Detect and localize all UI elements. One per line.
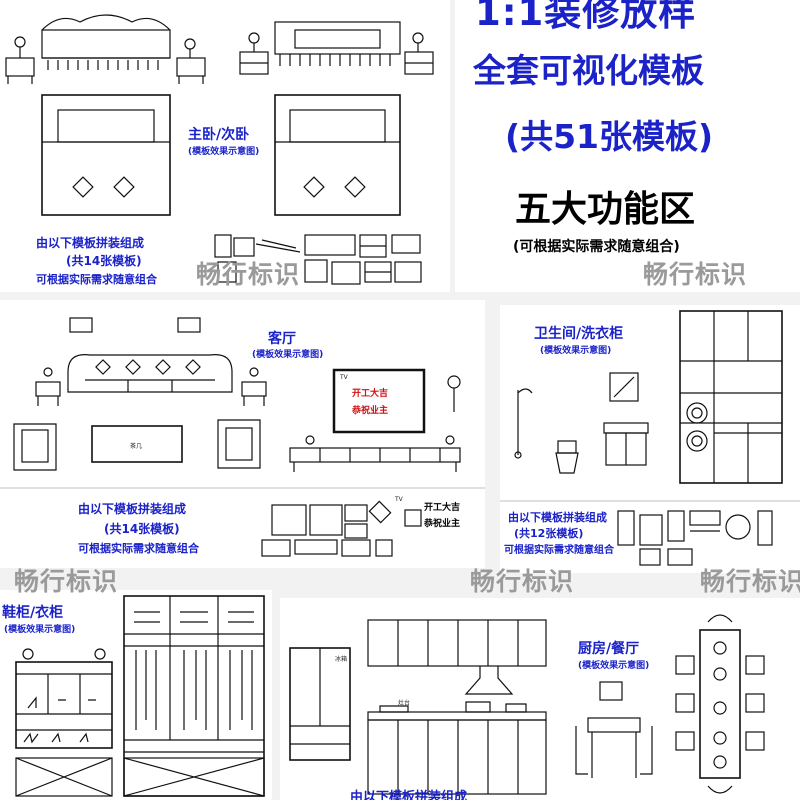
header-panel: 1:1装修放样 全套可视化模板 (共51张模板) 五大功能区 (可根据实际需求随… xyxy=(455,0,800,292)
bedroom-count-text: (共14张模板) xyxy=(66,254,142,268)
zones-title: 五大功能区 xyxy=(515,189,696,230)
bedroom-title: 主卧/次卧 xyxy=(188,127,250,143)
tv-line1: 开工大吉 xyxy=(352,389,389,399)
wardrobe-subtitle: (模板效果示意图) xyxy=(4,625,76,635)
fridge-label: 冰箱 xyxy=(335,656,348,663)
mini-tv-line2: 恭祝业主 xyxy=(424,519,461,529)
kitchen-drawing xyxy=(289,614,765,795)
title-line3: (共51张模板) xyxy=(505,117,714,156)
tv-label: TV xyxy=(340,374,348,381)
living-compose-text: 由以下模板拼装组成 xyxy=(78,502,187,516)
watermark-4: 畅行标识 xyxy=(470,567,575,596)
bathroom-note-text: 可根据实际需求随意组合 xyxy=(504,545,614,556)
mini-tv-label: TV xyxy=(395,496,403,503)
wardrobe-drawing xyxy=(15,595,265,797)
kitchen-subtitle: (模板效果示意图) xyxy=(578,661,650,671)
kitchen-title: 厨房/餐厅 xyxy=(578,641,640,657)
bathroom-panel: 卫生间/洗衣柜 (模板效果示意图) 由以下模板拼装组成 (共12张模板) 可根据… xyxy=(500,305,800,573)
watermark-5: 畅行标识 xyxy=(700,567,800,596)
bathroom-count-text: (共12张模板) xyxy=(514,527,584,540)
bedroom-note-text: 可根据实际需求随意组合 xyxy=(36,273,157,286)
living-room-drawing xyxy=(0,317,485,557)
living-count-text: (共14张模板) xyxy=(104,522,180,536)
bathroom-compose-text: 由以下模板拼装组成 xyxy=(508,511,607,524)
watermark-1: 畅行标识 xyxy=(196,260,301,289)
bedroom-panel: 主卧/次卧 (模板效果示意图) 由以下模板拼装组成 (共14张模板) 可根据实际… xyxy=(0,0,450,292)
bathroom-subtitle: (模板效果示意图) xyxy=(540,346,612,356)
living-title: 客厅 xyxy=(268,331,296,347)
bathroom-title: 卫生间/洗衣柜 xyxy=(534,326,624,342)
coffee-table-label: 茶几 xyxy=(130,443,143,450)
watermark-2: 畅行标识 xyxy=(643,260,748,289)
bedroom-subtitle: (模板效果示意图) xyxy=(188,147,260,157)
living-room-panel: 客厅 (模板效果示意图) TV 开工大吉 恭祝业主 茶几 TV 开工大吉 恭祝业… xyxy=(0,300,485,568)
bathroom-drawing xyxy=(500,310,800,566)
living-subtitle: (模板效果示意图) xyxy=(252,350,324,360)
living-note-text: 可根据实际需求随意组合 xyxy=(78,542,199,555)
wardrobe-panel: 鞋柜/衣柜 (模板效果示意图) xyxy=(0,590,272,800)
title-line2: 全套可视化模板 xyxy=(473,51,704,90)
zones-note: (可根据实际需求随意组合) xyxy=(513,239,680,255)
watermark-3: 畅行标识 xyxy=(14,567,119,596)
title-line1: 1:1装修放样 xyxy=(475,0,697,34)
stove-label: 灶台 xyxy=(398,700,411,707)
tv-line2: 恭祝业主 xyxy=(352,406,389,416)
bedroom-drawing xyxy=(5,14,434,285)
mini-tv-line1: 开工大吉 xyxy=(424,503,461,513)
bedroom-compose-text: 由以下模板拼装组成 xyxy=(36,236,145,250)
kitchen-compose-text: 由以下模板拼装组成 xyxy=(350,790,468,800)
kitchen-panel: 厨房/餐厅 (模板效果示意图) 冰箱 灶台 由以下模板拼装组成 xyxy=(280,598,800,800)
wardrobe-title: 鞋柜/衣柜 xyxy=(2,605,64,621)
